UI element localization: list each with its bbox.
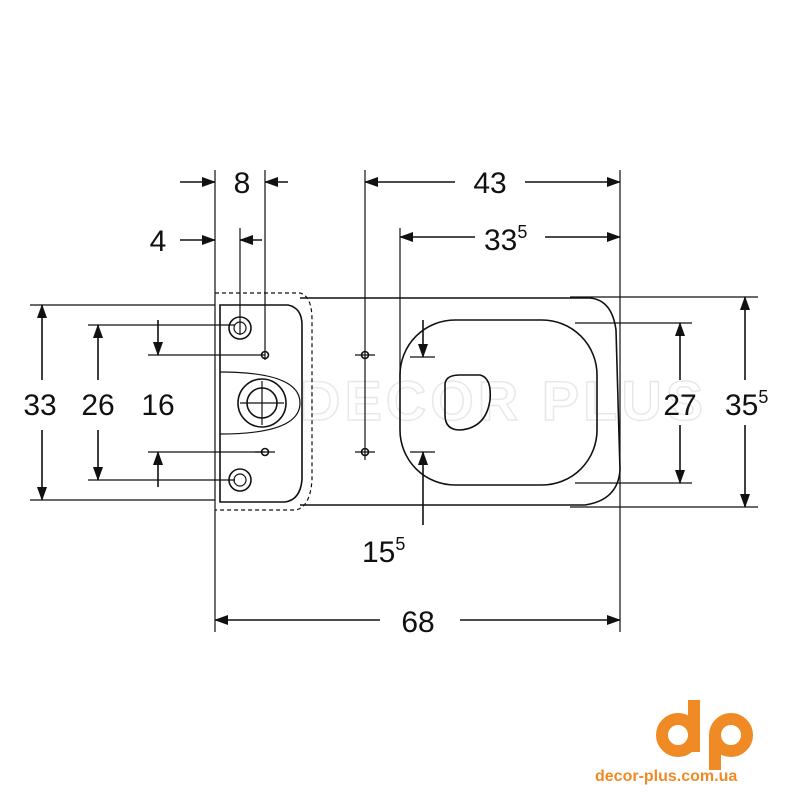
dim-15-5: 155	[362, 534, 405, 569]
dim-26: 26	[81, 389, 114, 422]
dim-33-5: 335	[484, 222, 527, 257]
extension-lines	[30, 170, 758, 632]
toilet-outline	[215, 292, 621, 511]
logo-url: decor-plus.com.ua	[595, 768, 738, 785]
dim-68: 68	[401, 606, 434, 639]
dimension-arrows	[37, 177, 750, 625]
dim-35-5: 355	[725, 387, 768, 422]
dim-4: 4	[150, 225, 167, 258]
decor-plus-logo	[656, 700, 753, 770]
dim-33: 33	[23, 389, 56, 422]
dim-8: 8	[234, 167, 251, 200]
dim-27: 27	[663, 389, 696, 422]
dim-16: 16	[141, 389, 174, 422]
watermark: DECOR PLUS	[300, 369, 707, 432]
dim-43: 43	[473, 167, 506, 200]
